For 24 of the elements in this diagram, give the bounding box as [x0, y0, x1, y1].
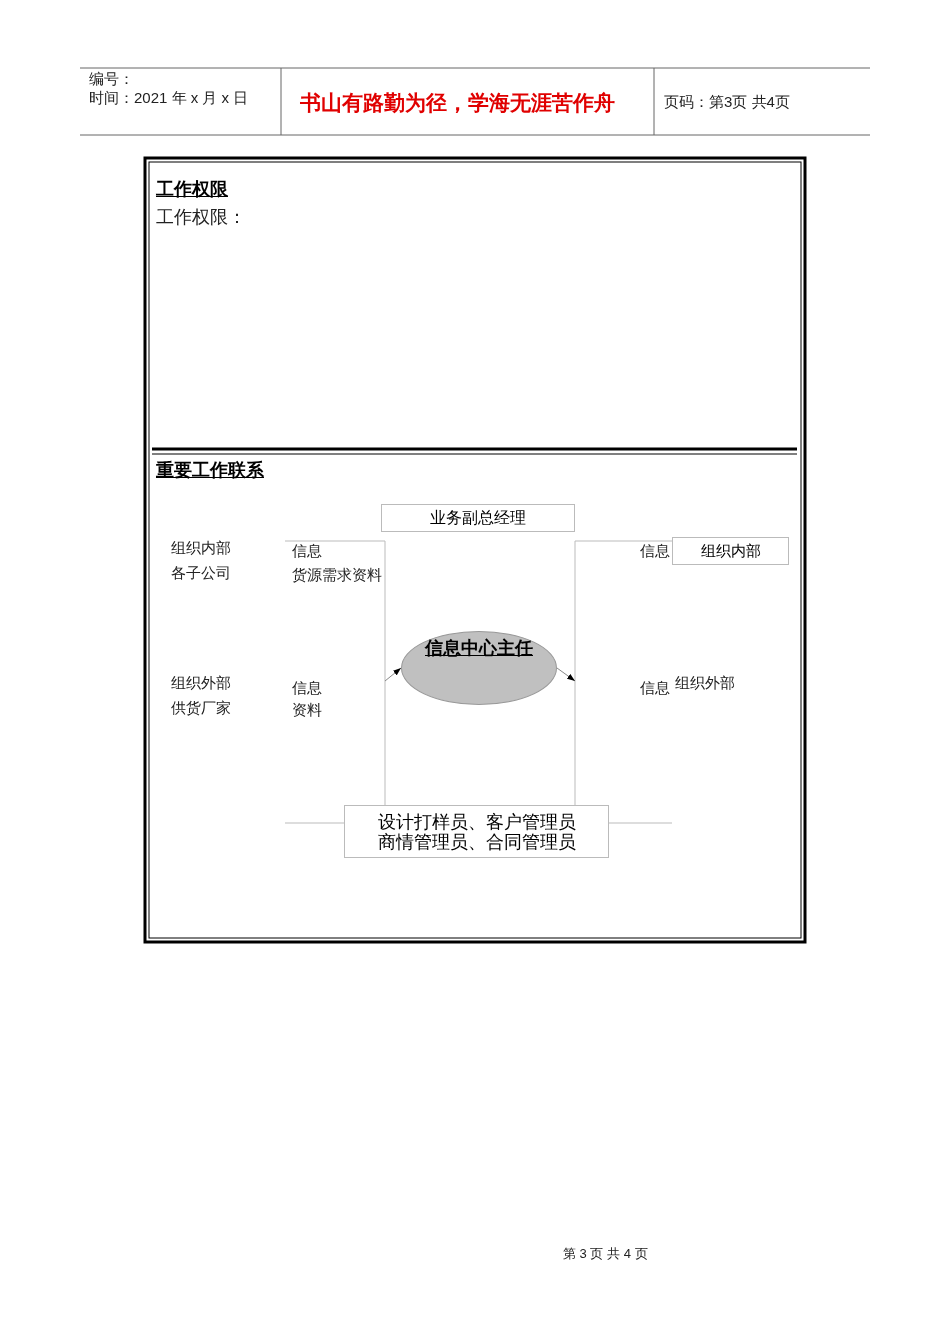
relation-text: 信息	[292, 679, 322, 697]
arrow	[384, 667, 402, 682]
field-label: 工作权限：	[156, 206, 246, 228]
relation-text: 组织外部	[171, 674, 231, 692]
relation-text: 各子公司	[171, 564, 231, 582]
date-label: 时间：2021 年 x 月 x 日	[89, 89, 249, 107]
position-box: 业务副总经理	[381, 504, 575, 532]
motto-text: 书山有路勤为径，学海无涯苦作舟	[300, 90, 615, 116]
relation-text: 信息	[292, 542, 322, 560]
relation-text: 资料	[292, 701, 322, 719]
position-box: 设计打样员、客户管理员商情管理员、合同管理员	[344, 805, 609, 858]
page-footer: 第 3 页 共 4 页	[563, 1246, 648, 1262]
relation-text: 信息	[640, 679, 670, 697]
document-number-label: 编号：	[89, 70, 134, 88]
relation-text: 供货厂家	[171, 699, 231, 717]
position-ellipse: 信息中心主任	[401, 631, 557, 705]
section-heading: 重要工作联系	[156, 459, 264, 481]
relation-text: 组织外部	[675, 674, 735, 692]
relation-text: 货源需求资料	[292, 566, 382, 584]
position-box: 组织内部	[672, 537, 789, 565]
arrow	[556, 667, 576, 682]
relation-text: 组织内部	[171, 539, 231, 557]
page-number-label: 页码：第3页 共4页	[664, 93, 790, 111]
section-heading: 工作权限	[156, 178, 228, 200]
